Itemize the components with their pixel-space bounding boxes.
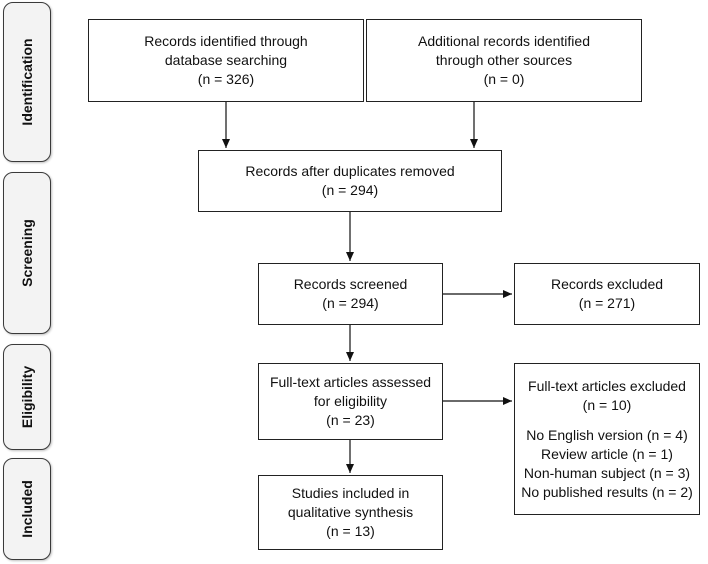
- box-line: through other sources: [435, 52, 573, 68]
- stage-eligibility: Eligibility: [3, 344, 51, 450]
- records-after-duplicates-box: Records after duplicates removed (n = 29…: [198, 150, 502, 212]
- box-line: Records excluded: [550, 276, 664, 292]
- box-line: (n = 10): [582, 396, 632, 413]
- fulltext-assessed-box: Full-text articles assessed for eligibil…: [258, 363, 443, 440]
- stage-eligibility-label: Eligibility: [19, 365, 35, 429]
- box-line: Full-text articles excluded: [528, 377, 686, 394]
- box-line: (n = 326): [197, 71, 255, 87]
- box-line: Studies included in: [291, 485, 410, 501]
- records-excluded-box: Records excluded (n = 271): [514, 263, 700, 325]
- exclusion-reason: Non-human subject (n = 3): [523, 464, 691, 481]
- additional-records-box: Additional records identified through ot…: [366, 19, 642, 102]
- stage-included-label: Included: [19, 480, 35, 538]
- box-line: Additional records identified: [418, 33, 590, 49]
- fulltext-excluded-box: Full-text articles excluded (n = 10) No …: [514, 363, 700, 515]
- box-line: (n = 294): [321, 182, 379, 198]
- studies-included-box: Studies included in qualitative synthesi…: [258, 475, 443, 550]
- box-line: for eligibility: [313, 393, 388, 409]
- exclusion-reason: No published results (n = 2): [521, 483, 693, 500]
- box-line: (n = 0): [483, 71, 525, 87]
- exclusion-reason: Review article (n = 1): [541, 445, 673, 462]
- records-identified-database-box: Records identified through database sear…: [88, 19, 364, 102]
- stage-screening: Screening: [3, 172, 51, 334]
- stage-identification-label: Identification: [19, 38, 35, 126]
- stage-identification: Identification: [3, 2, 51, 162]
- stage-included: Included: [3, 458, 51, 560]
- box-line: (n = 271): [578, 295, 636, 311]
- stage-screening-label: Screening: [19, 219, 35, 287]
- box-line: Records screened: [293, 276, 408, 292]
- box-line: Full-text articles assessed: [269, 374, 432, 390]
- box-line: Records identified through: [144, 33, 308, 49]
- box-line: Records after duplicates removed: [245, 163, 455, 179]
- box-line: (n = 23): [326, 412, 375, 428]
- exclusion-reason: No English version (n = 4): [526, 426, 688, 443]
- box-line: (n = 294): [322, 295, 379, 311]
- box-line: (n = 13): [326, 523, 375, 539]
- box-line: database searching: [164, 52, 288, 68]
- box-line: qualitative synthesis: [287, 504, 414, 520]
- records-screened-box: Records screened (n = 294): [258, 263, 443, 325]
